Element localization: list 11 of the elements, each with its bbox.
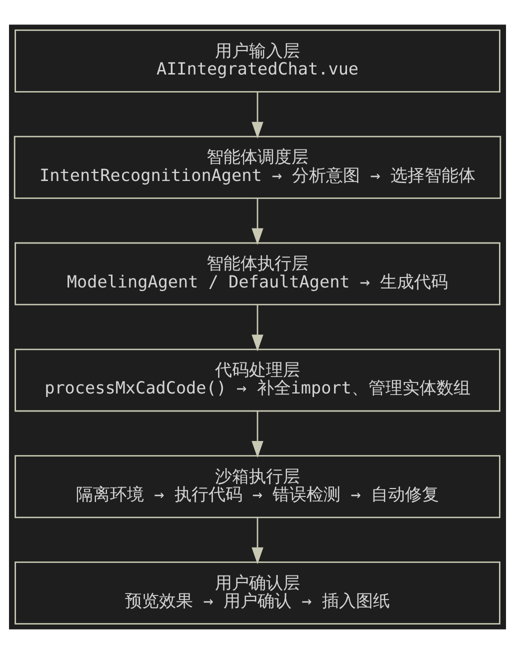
arrow	[251, 198, 263, 246]
node-box: 用户输入层 AIIntegratedChat.vue	[14, 30, 500, 92]
node-box: 代码处理层 processMxCadCode() → 补全import、管理实体数组	[14, 348, 500, 412]
node-box: 用户确认层 预览效果 → 用户确认 → 插入图纸	[14, 562, 500, 624]
arrow	[251, 517, 263, 564]
node-box: 智能体调度层 IntentRecognitionAgent → 分析意图 → 选择智能体	[13, 136, 501, 199]
arrow	[251, 411, 263, 458]
node-box: 智能体执行层 ModelingAgent / DefaultAgent → 生成代码	[14, 242, 500, 306]
arrow	[251, 92, 263, 139]
arrow	[251, 304, 263, 352]
node-box: 沙箱执行层 隔离环境 → 执行代码 → 错误检测 → 自动修复	[14, 455, 500, 518]
